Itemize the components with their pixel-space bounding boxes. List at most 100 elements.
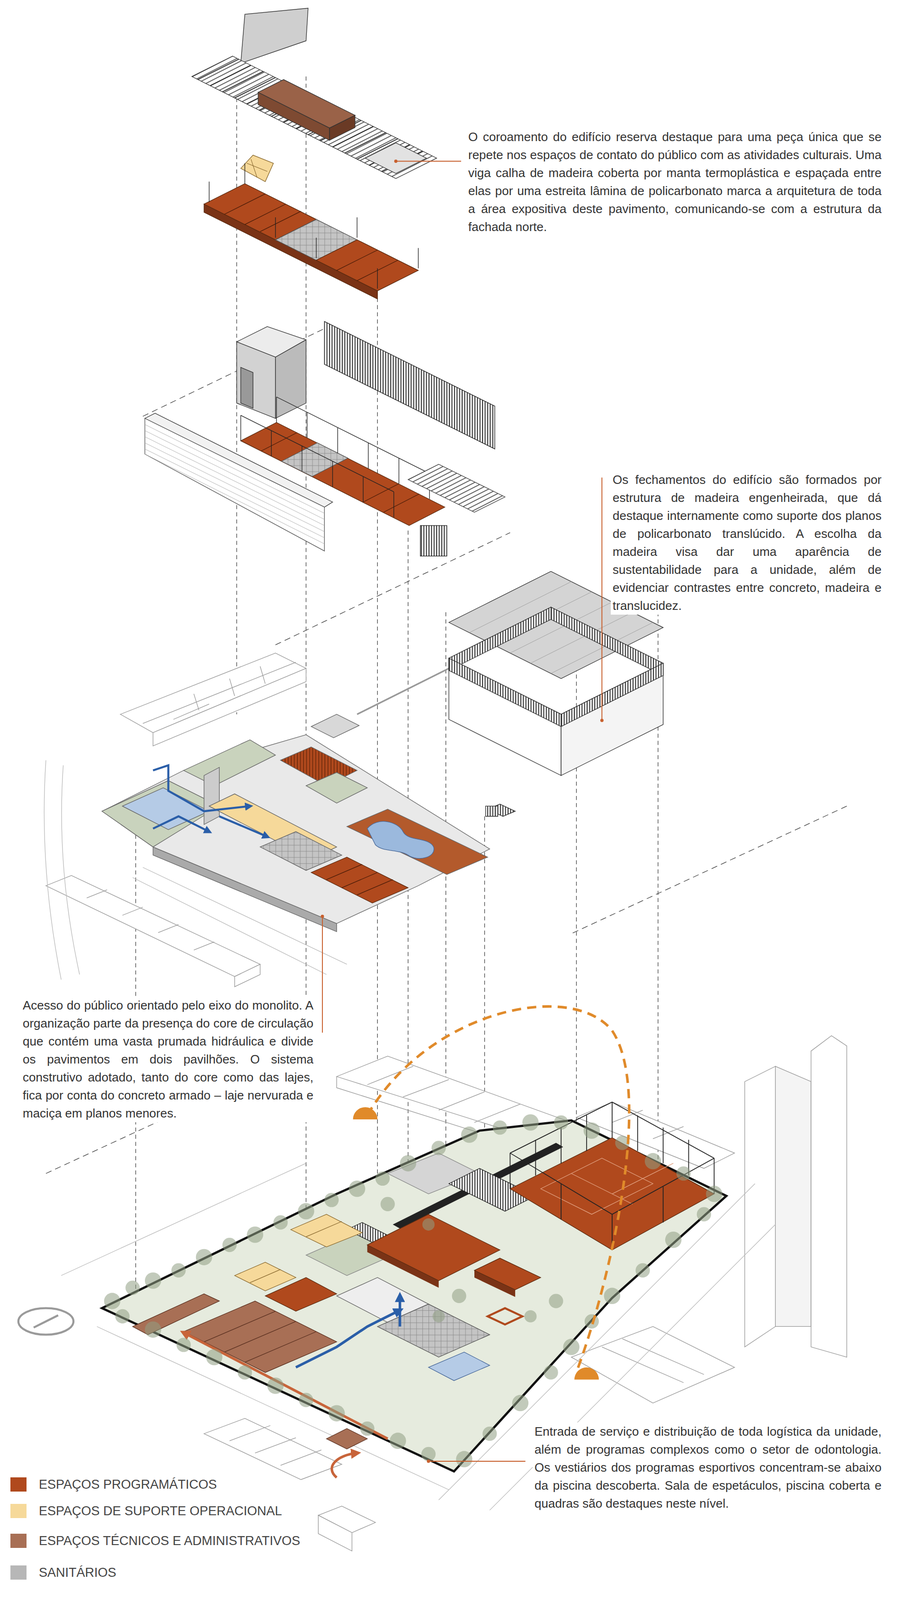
ground-floor-plan [204, 767, 220, 825]
roof-crown [258, 92, 330, 141]
trees [584, 1314, 599, 1329]
roof-crown [191, 8, 437, 179]
sports-hall [551, 606, 664, 676]
trees [298, 1392, 313, 1408]
upper-floor [224, 193, 398, 281]
legend-text: ESPAÇOS DE SUPORTE OPERACIONAL [36, 1502, 285, 1519]
trees [461, 1126, 478, 1143]
site-context [775, 1066, 811, 1327]
trees [522, 1113, 539, 1131]
site-plan [487, 1308, 523, 1325]
trees [482, 1426, 497, 1441]
callout-text: Acesso do público orientado pelo eixo do… [20, 996, 316, 1123]
context-buildings [142, 662, 296, 724]
sports-hall [448, 658, 562, 776]
ground-floor-plan [311, 856, 409, 903]
leader-lines [601, 477, 603, 720]
trees [205, 1348, 223, 1365]
trees [452, 1288, 467, 1303]
trees [676, 1166, 691, 1181]
trees [267, 1377, 284, 1394]
site-context [601, 1338, 704, 1383]
trees [421, 1446, 436, 1462]
site-plan [474, 1257, 541, 1290]
flow-arc [353, 1006, 630, 1380]
legend-swatch [10, 1477, 27, 1492]
middle-floor [144, 321, 506, 557]
trees [380, 1196, 395, 1212]
trees [512, 1394, 529, 1411]
legend-text: SANITÁRIOS [36, 1564, 119, 1581]
site-plan [265, 1277, 337, 1311]
leader-dots [427, 1459, 431, 1463]
leader-lines [395, 160, 462, 162]
trees [237, 1364, 252, 1380]
middle-floor [275, 339, 307, 419]
ground-floor-plan [311, 713, 359, 738]
trees [222, 1237, 237, 1252]
trees [176, 1337, 191, 1352]
flow-arc [574, 1367, 599, 1380]
trees [348, 1180, 366, 1197]
trees [562, 1338, 580, 1355]
trees [375, 1171, 390, 1186]
sports-hall [561, 663, 663, 776]
context-buildings [152, 668, 306, 747]
site-plan [509, 1101, 714, 1250]
legend-text: ESPAÇOS TÉCNICOS E ADMINISTRATIVOS [36, 1532, 303, 1549]
site-plan [249, 1221, 342, 1283]
context-buildings [234, 963, 261, 987]
ground-floor-plan [152, 816, 210, 832]
middle-floor [240, 367, 254, 409]
compass [18, 1308, 74, 1335]
leader-lines [322, 160, 602, 1461]
leader-dots [320, 159, 604, 1463]
legend-swatch [10, 1565, 27, 1580]
trees [431, 1140, 446, 1155]
trees [705, 1185, 722, 1202]
sports-hall [561, 663, 663, 727]
trees [543, 1364, 559, 1380]
middle-floor [420, 525, 447, 557]
trees [524, 1310, 537, 1323]
legend-row: ESPAÇOS TÉCNICOS E ADMINISTRATIVOS [10, 1532, 303, 1549]
callout-text: O coroamento do edifício reserva destaqu… [466, 127, 884, 236]
trees [644, 1152, 661, 1169]
callout-text: Entrada de serviço e distribuição de tod… [532, 1422, 884, 1513]
leader-lines [321, 916, 323, 1033]
trees [125, 1280, 140, 1295]
trees [273, 1215, 288, 1230]
site-context [318, 1515, 352, 1551]
site-plan [183, 1332, 388, 1439]
middle-floor [324, 321, 495, 449]
legend-swatch [10, 1533, 27, 1548]
trees [492, 1120, 508, 1135]
upper-floor [209, 163, 419, 289]
context-buildings [45, 875, 261, 977]
upper-floor [240, 155, 274, 182]
site-context [571, 1326, 735, 1403]
legend-row: ESPAÇOS PROGRAMÁTICOS [10, 1476, 219, 1493]
site-plan [398, 1295, 402, 1327]
flow-arc [367, 1006, 630, 1370]
leader-lines [428, 1460, 526, 1462]
site-context [810, 1035, 847, 1357]
roof-crown [191, 56, 437, 179]
ground-floor-plan [347, 809, 488, 875]
ground-floor-plan [367, 821, 435, 859]
trees [548, 1293, 563, 1309]
site-plan [101, 1120, 727, 1471]
ground-floor-plan [101, 734, 490, 924]
ground-floor-plan [183, 739, 276, 786]
trees [104, 1292, 121, 1309]
leader-dots [320, 914, 324, 918]
trees [553, 1114, 569, 1130]
trees [144, 1272, 161, 1289]
ground-floor-plan [152, 765, 250, 811]
flow-arc [353, 1106, 378, 1120]
site-context [229, 1425, 322, 1465]
leader-dots [394, 159, 398, 163]
trees [360, 1421, 375, 1436]
